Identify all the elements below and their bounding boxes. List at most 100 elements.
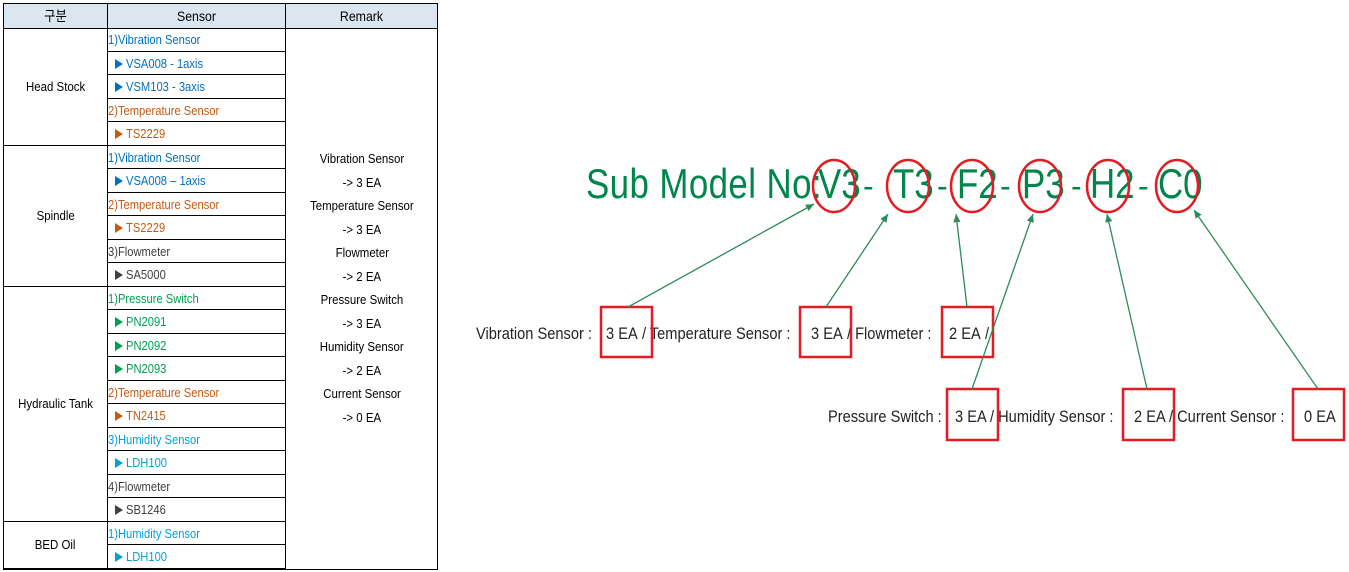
sensor-model-row: LDH100 — [108, 545, 285, 569]
separator: - — [863, 168, 874, 204]
separator: - — [1138, 168, 1149, 204]
sensor-model-row: TS2229 — [108, 122, 285, 146]
sensor-row-label: PN2093 — [126, 361, 167, 376]
triangle-bullet-icon — [115, 317, 123, 327]
group-label: Head Stock — [25, 78, 86, 94]
arrow-pressure — [971, 213, 1034, 390]
sensor-row-label: SA5000 — [126, 267, 166, 282]
label-temperature: / Temperature Sensor : — [642, 324, 791, 343]
triangle-bullet-icon — [115, 552, 123, 562]
sensor-row-label: PN2091 — [126, 314, 167, 329]
value-vibration: 3 EA — [606, 324, 638, 343]
sensor-type-row: 1)Humidity Sensor — [108, 522, 285, 545]
remark-line: Humidity Sensor — [320, 339, 404, 354]
triangle-bullet-icon — [115, 364, 123, 374]
remark-column: Vibration Sensor -> 3 EA Temperature Sen… — [287, 147, 437, 429]
sensor-row-label: PN2092 — [126, 337, 167, 353]
sensor-type-row: 2)Temperature Sensor — [108, 381, 285, 404]
group-label: Spindle — [36, 208, 75, 223]
triangle-bullet-icon — [115, 176, 123, 186]
sensor-row-label: VSM103 - 3axis — [126, 79, 205, 94]
sensor-row-label: TS2229 — [126, 126, 166, 141]
separator-slash: / — [985, 324, 990, 343]
triangle-bullet-icon — [115, 129, 123, 139]
remark-line: Temperature Sensor — [310, 198, 414, 213]
sensor-type-row: 2)Temperature Sensor — [108, 193, 285, 216]
sensor-model-row: VSA008 – 1axis — [108, 169, 285, 193]
triangle-bullet-icon — [115, 505, 123, 515]
arrow-flowmeter — [953, 213, 968, 308]
code-p3: P3 — [1022, 160, 1065, 207]
sub-model-title: Sub Model No: — [586, 160, 822, 207]
table-header: 구분 Sensor Remark — [4, 4, 437, 29]
sensor-row-label: 1)Vibration Sensor — [108, 149, 201, 165]
separator: - — [1071, 168, 1082, 204]
sensor-model-row: LDH100 — [108, 451, 285, 475]
arrow-vibration — [627, 203, 815, 308]
group-cell: BED Oil — [4, 522, 107, 569]
triangle-bullet-icon — [115, 458, 123, 468]
group-cell: Spindle — [4, 146, 107, 287]
sensor-row-label: 1)Pressure Switch — [108, 290, 199, 306]
sensor-row-label: 1)Humidity Sensor — [108, 525, 200, 541]
triangle-bullet-icon — [115, 223, 123, 233]
sensor-row-label: VSA008 - 1axis — [126, 55, 204, 71]
value-current: 0 EA — [1304, 407, 1336, 426]
sensor-row-label: TS2229 — [126, 220, 166, 235]
sensor-type-row: 1)Vibration Sensor — [108, 146, 285, 169]
sensor-model-row: TN2415 — [108, 404, 285, 428]
sensor-table: 구분 Sensor Remark Head Stock 1)Vibration S… — [3, 3, 438, 570]
remark-line: -> 2 EA — [342, 362, 382, 378]
sensor-row-label: VSA008 – 1axis — [126, 173, 206, 188]
remark-line: -> 2 EA — [342, 268, 382, 284]
triangle-bullet-icon — [115, 340, 123, 351]
sensor-row-label: 3)Humidity Sensor — [108, 431, 200, 447]
value-flowmeter: 2 EA — [949, 324, 981, 343]
label-pressure: Pressure Switch : — [828, 407, 942, 426]
sensor-model-row: SB1246 — [108, 498, 285, 522]
code-c0: C0 — [1158, 160, 1203, 207]
remark-line: Current Sensor — [323, 386, 401, 401]
remark-line: -> 3 EA — [342, 221, 382, 237]
label-humidity: / Humidity Sensor : — [990, 407, 1114, 426]
triangle-bullet-icon — [115, 58, 123, 69]
sensor-row-label: SB1246 — [126, 502, 166, 517]
label-current: / Current Sensor : — [1169, 407, 1285, 426]
sensor-row-label: 1)Vibration Sensor — [108, 32, 201, 47]
sensor-row-label: 3)Flowmeter — [108, 243, 171, 259]
header-sensor: Sensor — [176, 8, 217, 24]
header-category: 구분 — [44, 8, 67, 24]
group-label: Hydraulic Tank — [18, 396, 93, 411]
sensor-model-row: SA5000 — [108, 263, 285, 287]
sensor-type-row: 1)Vibration Sensor — [108, 28, 285, 52]
arrow-current — [1193, 209, 1319, 390]
sensor-model-row: PN2092 — [108, 334, 285, 357]
sensor-row-label: TN2415 — [126, 408, 166, 423]
sensor-type-row: 4)Flowmeter — [108, 475, 285, 498]
sensor-row-label: LDH100 — [126, 455, 168, 470]
arrow-temperature — [825, 213, 889, 308]
sensor-model-row: VSA008 - 1axis — [108, 52, 285, 75]
remark-line: -> 3 EA — [342, 174, 382, 190]
sensor-type-row: 1)Pressure Switch — [108, 287, 285, 310]
label-flowmeter: / Flowmeter : — [847, 324, 932, 343]
group-cell: Head Stock — [4, 28, 107, 146]
code-v3: V3 — [818, 160, 861, 207]
triangle-bullet-icon — [115, 270, 123, 280]
remark-line: Flowmeter — [335, 245, 389, 260]
label-vibration: Vibration Sensor : — [476, 324, 592, 343]
sensor-row-label: LDH100 — [126, 549, 168, 564]
sensor-model-row: PN2093 — [108, 357, 285, 381]
remark-line: Pressure Switch — [320, 292, 404, 307]
sensor-row-label: 2)Temperature Sensor — [108, 196, 220, 212]
sensor-model-row: VSM103 - 3axis — [108, 75, 285, 99]
sensor-model-row: TS2229 — [108, 216, 285, 240]
group-label: BED Oil — [35, 537, 76, 552]
sensor-row-label: 2)Temperature Sensor — [108, 102, 220, 118]
arrow-humidity — [1105, 213, 1148, 390]
triangle-bullet-icon — [115, 411, 123, 421]
sensor-type-row: 3)Flowmeter — [108, 240, 285, 263]
separator: - — [1000, 168, 1011, 204]
